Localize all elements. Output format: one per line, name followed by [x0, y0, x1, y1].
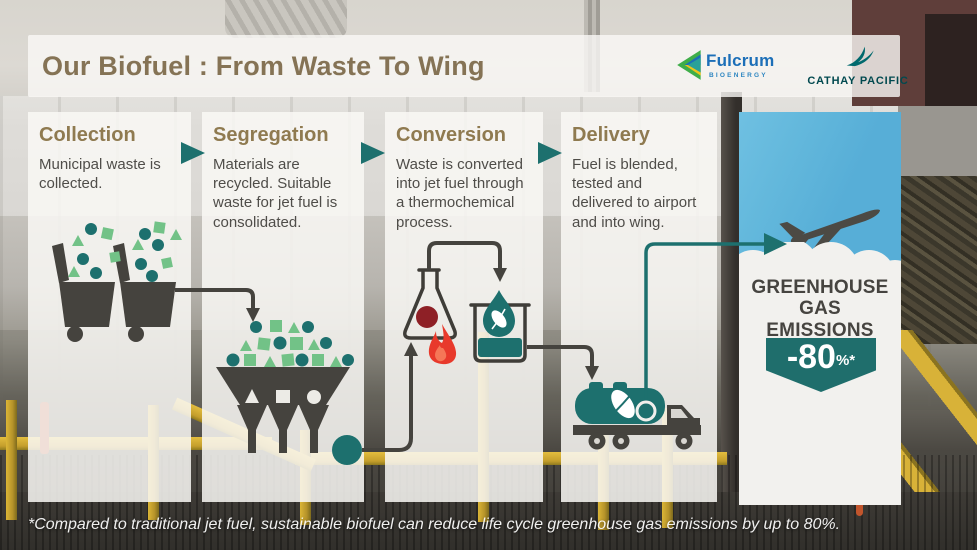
ceiling-duct — [225, 0, 347, 38]
badge-unit: %* — [835, 352, 856, 369]
badge-value: -80 — [786, 338, 836, 376]
background-wall — [898, 106, 977, 178]
cathay-wordmark: CATHAY PACIFIC — [807, 75, 909, 87]
fulcrum-logo: Fulcrum BIOENERGY — [676, 47, 786, 87]
waste-conveyor — [898, 176, 977, 344]
cathay-pacific-logo: CATHAY PACIFIC — [798, 41, 918, 93]
step-title: Collection — [39, 124, 136, 146]
cathay-brushwing-icon — [846, 46, 874, 67]
step-title: Conversion — [396, 124, 507, 146]
step-description: Waste is converted into jet fuel through… — [396, 156, 524, 231]
fulcrum-wordmark: Fulcrum — [706, 51, 775, 70]
step-column-collection: Collection Municipal waste is collected. — [28, 112, 191, 502]
sorting-hopper-icon — [216, 320, 354, 453]
fulcrum-arrow-icon — [677, 50, 701, 80]
result-heading-line: EMISSIONS — [766, 319, 874, 341]
step-description: Materials are recycled. Suitable waste f… — [213, 156, 338, 231]
step-description: Municipal waste is collected. — [39, 156, 161, 193]
background-structure-shadow — [925, 14, 977, 106]
step-title: Segregation — [213, 124, 329, 146]
header-bar: Our Biofuel : From Waste To Wing Fulcrum… — [28, 35, 908, 97]
step-title: Delivery — [572, 124, 650, 146]
page-title: Our Biofuel : From Waste To Wing — [42, 51, 485, 81]
fulcrum-subtext: BIOENERGY — [709, 72, 768, 79]
flask-and-beaker-icon — [403, 268, 531, 365]
step-description: Fuel is blended, tested and delivered to… — [572, 156, 697, 231]
result-heading-line: GREENHOUSE — [751, 277, 889, 298]
result-heading-line: GAS — [799, 298, 841, 320]
step-column-conversion: Conversion Waste is converted into jet f… — [385, 112, 543, 502]
footnote: *Compared to traditional jet fuel, susta… — [28, 516, 841, 533]
result-heading: GREENHOUSE GAS EMISSIONS — [739, 277, 901, 341]
cloud-graphic — [739, 242, 901, 505]
result-panel: GREENHOUSE GAS EMISSIONS -80 %* — [739, 112, 901, 505]
fuel-truck-icon — [573, 382, 701, 450]
step-column-segregation: Segregation Materials are recycled. Suit… — [202, 112, 364, 502]
trash-bins-icon — [52, 221, 182, 342]
yellow-post — [6, 400, 17, 520]
step-column-delivery: Delivery Fuel is blended, tested and del… — [561, 112, 717, 502]
